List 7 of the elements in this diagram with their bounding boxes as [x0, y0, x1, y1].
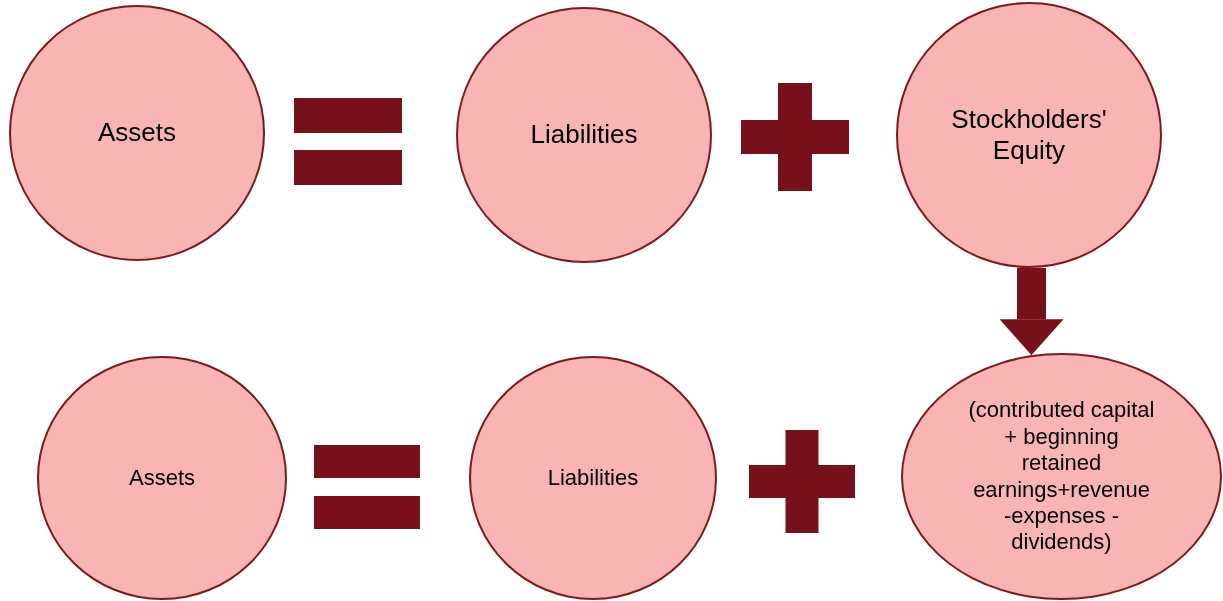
node-label: Stockholders' Equity: [950, 103, 1108, 167]
node-label: (contributed capital + beginning retained earnings+revenue -expenses - dividends): [967, 397, 1156, 556]
node-label: Liabilities: [530, 119, 638, 151]
node-label: Assets: [129, 464, 195, 492]
node-label: Liabilities: [547, 464, 639, 492]
node-label: Assets: [98, 117, 176, 149]
arrow: [999, 268, 1064, 356]
